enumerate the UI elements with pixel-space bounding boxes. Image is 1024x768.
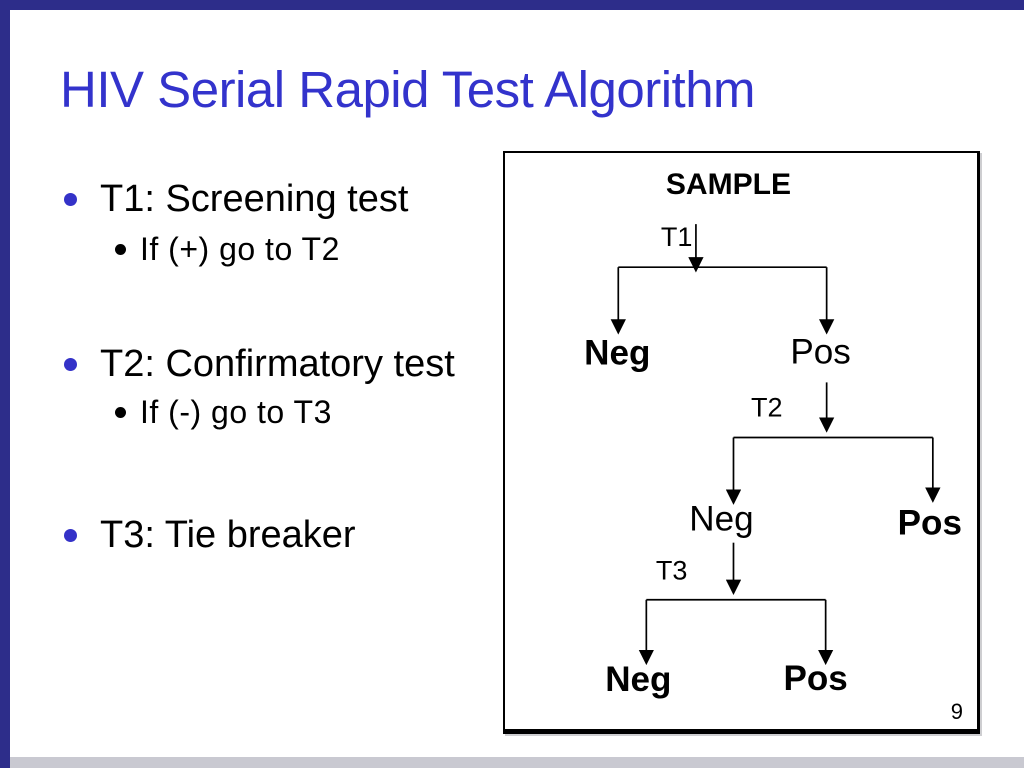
bullet-item-t1: T1: Screening test bbox=[64, 178, 408, 221]
bullet-label-t1: T1: Screening test bbox=[100, 178, 409, 220]
sub-bullet-dot-icon bbox=[115, 407, 126, 418]
t3-neg-label: Neg bbox=[605, 660, 671, 699]
t3-pos-label: Pos bbox=[783, 659, 847, 698]
t1-pos-label: Pos bbox=[790, 332, 850, 371]
sub-bullet-label-t1: If (+) go to T2 bbox=[140, 231, 340, 267]
slide-title: HIV Serial Rapid Test Algorithm bbox=[60, 61, 756, 118]
flowchart-svg: SAMPLE T1 Neg Pos T2 Neg Pos T3 Neg Po bbox=[584, 168, 962, 699]
bullet-item-t2: T2: Confirmatory test bbox=[64, 343, 455, 386]
bullet-dot-icon bbox=[64, 529, 77, 542]
t2-neg-label: Neg bbox=[689, 500, 753, 539]
page-number: 9 bbox=[950, 699, 963, 724]
flowchart-test-label-t3: T3 bbox=[656, 556, 688, 586]
top-accent-bar bbox=[0, 0, 1024, 10]
bullet-dot-icon bbox=[64, 358, 77, 371]
sub-bullet-item-t2: If (-) go to T3 bbox=[115, 394, 332, 431]
bullet-dot-icon bbox=[64, 193, 77, 206]
bullet-item-t3: T3: Tie breaker bbox=[64, 514, 356, 557]
t1-neg-label: Neg bbox=[584, 333, 650, 372]
flowchart-root-label: SAMPLE bbox=[666, 168, 791, 201]
bottom-footer-bar bbox=[0, 757, 1024, 768]
bullet-label-t2: T2: Confirmatory test bbox=[100, 343, 455, 385]
flowchart-test-label-t2: T2 bbox=[751, 392, 783, 422]
left-accent-bar bbox=[0, 0, 10, 768]
flowchart-test-label-t1: T1 bbox=[661, 222, 693, 252]
t2-pos-label: Pos bbox=[898, 504, 962, 543]
sub-bullet-label-t2: If (-) go to T3 bbox=[140, 394, 332, 430]
flowchart-box: SAMPLE T1 Neg Pos T2 Neg Pos T3 Neg Po bbox=[503, 151, 980, 734]
sub-bullet-dot-icon bbox=[115, 244, 126, 255]
bullet-label-t3: T3: Tie breaker bbox=[100, 514, 356, 556]
sub-bullet-item-t1: If (+) go to T2 bbox=[115, 231, 340, 268]
